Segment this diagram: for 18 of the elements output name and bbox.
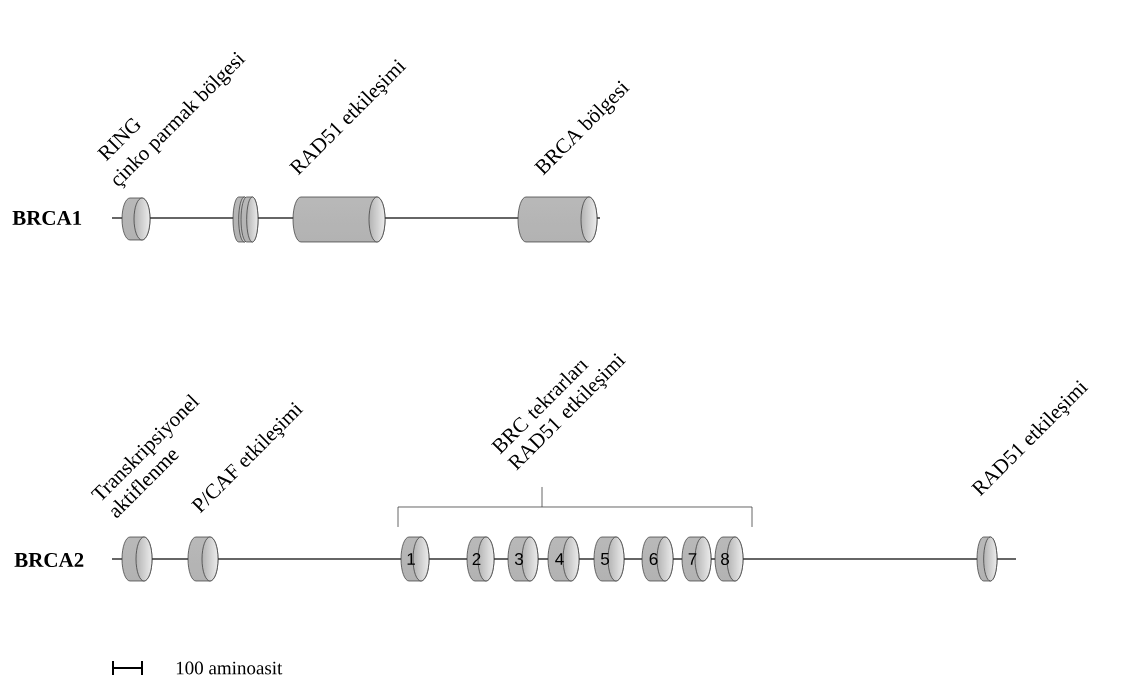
domain-cylinder: 6 xyxy=(641,536,674,582)
domain-cylinder xyxy=(976,536,998,582)
protein-name: BRCA1 xyxy=(12,210,82,226)
domain-cylinder: 7 xyxy=(681,536,712,582)
domain-cylinder xyxy=(187,536,219,582)
domain-cylinder: 5 xyxy=(593,536,625,582)
scale-label: 100 aminoasit xyxy=(176,661,283,675)
domain-cylinder: 2 xyxy=(466,536,495,582)
domain-cylinder: 8 xyxy=(714,536,744,582)
protein-name: BRCA2 xyxy=(14,552,84,568)
domain-cylinder: 1 xyxy=(400,536,430,582)
domain-cylinder: 3 xyxy=(507,536,539,582)
domain-cylinder xyxy=(121,536,153,582)
domain-cylinder xyxy=(517,196,598,243)
domain-cylinder xyxy=(292,196,386,243)
domain-cylinder xyxy=(232,196,259,243)
domain-cylinder xyxy=(121,197,151,241)
domain-cylinder: 4 xyxy=(547,536,580,582)
